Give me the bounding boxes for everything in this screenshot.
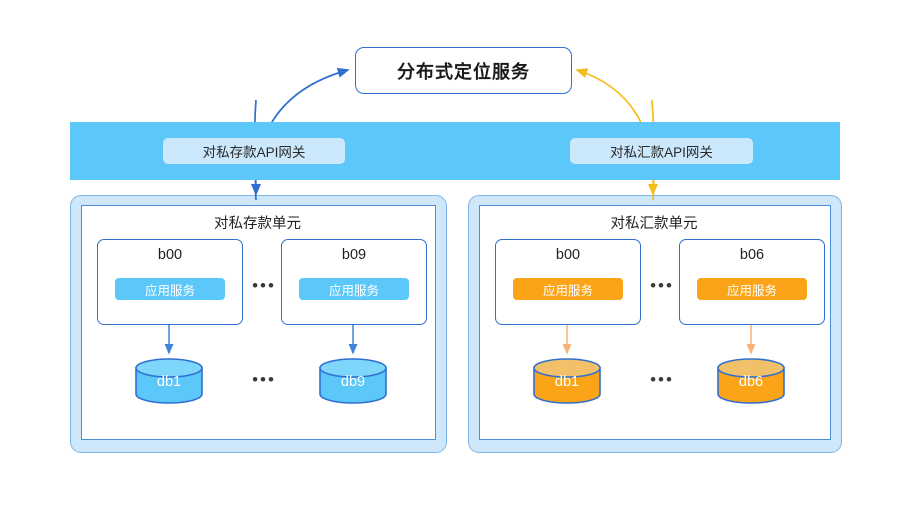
ellipsis-databases-remittance: ••• [650,370,674,389]
unit-title-remittance-label: 对私汇款单元 [610,215,698,232]
locator-service-box[interactable]: 分布式定位服务 [355,47,572,94]
node-box-deposit-b00[interactable]: b00 应用服务 [97,239,243,325]
ellipsis-nodes-deposit: ••• [252,276,276,295]
database-deposit-db1[interactable]: db1 [134,358,204,404]
database-remittance-db6-label: db6 [738,374,764,390]
unit-title-remittance: 对私汇款单元 [479,212,829,232]
service-pill-deposit-b00[interactable]: 应用服务 [115,278,225,300]
service-pill-remittance-b06[interactable]: 应用服务 [697,278,807,300]
gateway-deposit[interactable]: 对私存款API网关 [163,138,345,164]
gateway-remittance[interactable]: 对私汇款API网关 [570,138,753,164]
node-box-remittance-b00[interactable]: b00 应用服务 [495,239,641,325]
gateway-remittance-label: 对私汇款API网关 [610,145,713,160]
node-name-deposit-b09: b09 [341,247,367,263]
ellipsis-databases-deposit: ••• [252,370,276,389]
cylinder-icon [319,358,387,404]
cylinder-icon [135,358,203,404]
database-deposit-db9-label: db9 [340,374,366,390]
service-pill-remittance-b00[interactable]: 应用服务 [513,278,623,300]
node-box-deposit-b09[interactable]: b09 应用服务 [281,239,427,325]
database-deposit-db1-label: db1 [156,374,182,390]
node-name-remittance-b00: b00 [555,247,581,263]
database-deposit-db9[interactable]: db9 [318,358,388,404]
unit-title-deposit: 对私存款单元 [81,212,434,232]
service-pill-remittance-b00-label: 应用服务 [542,283,593,298]
locator-service-label: 分布式定位服务 [397,61,530,82]
node-name-deposit-b00: b00 [157,247,183,263]
database-remittance-db1[interactable]: db1 [532,358,602,404]
cylinder-icon [717,358,785,404]
node-box-remittance-b06[interactable]: b06 应用服务 [679,239,825,325]
database-remittance-db1-label: db1 [554,374,580,390]
unit-title-deposit-label: 对私存款单元 [214,215,301,232]
database-remittance-db6[interactable]: db6 [716,358,786,404]
node-name-remittance-b06: b06 [739,247,765,263]
cylinder-icon [533,358,601,404]
gateway-deposit-label: 对私存款API网关 [202,145,306,160]
service-pill-deposit-b09[interactable]: 应用服务 [299,278,409,300]
ellipsis-nodes-remittance: ••• [650,276,674,295]
service-pill-deposit-b09-label: 应用服务 [328,283,379,298]
service-pill-deposit-b00-label: 应用服务 [144,283,195,298]
service-pill-remittance-b06-label: 应用服务 [726,283,777,298]
